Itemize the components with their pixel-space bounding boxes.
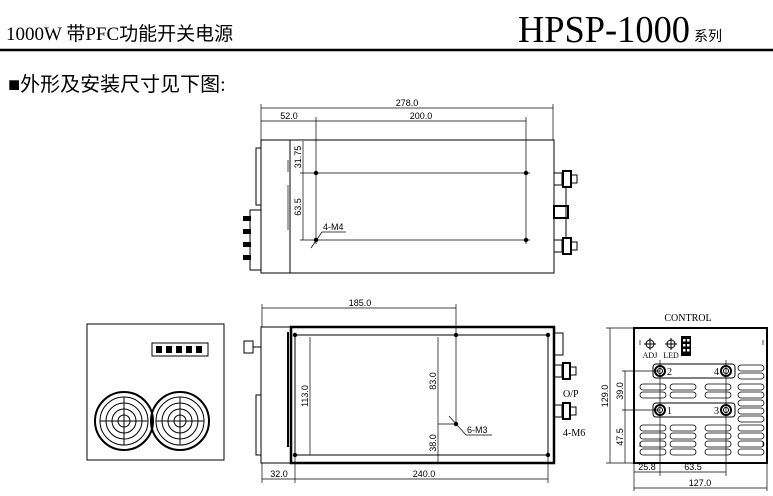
dim-top-offset: 31.75 (293, 146, 303, 169)
vent-slot (737, 415, 765, 423)
vent-slot (669, 383, 697, 391)
adj-potentiometer-icon (644, 338, 656, 350)
vent-slot (669, 448, 697, 456)
vent-slot (669, 440, 697, 448)
dim-127: 127.0 (689, 478, 712, 488)
terminal-number: 2 (667, 367, 672, 378)
vent-slot (639, 448, 667, 456)
output-terminal (553, 362, 577, 380)
vent-slot (639, 440, 667, 448)
dim-height-113: 113.0 (300, 385, 310, 407)
top-view-drawing: 278.0 52.0 200.0 31.75 63.5 4-M4 (243, 98, 578, 274)
vent-slot (639, 391, 667, 399)
vent-slot (704, 440, 732, 448)
control-connector (681, 336, 691, 356)
dim-240: 240.0 (413, 469, 436, 479)
vent-slot (737, 372, 765, 380)
vent-slot (737, 440, 765, 448)
control-end-view-drawing: CONTROL ADJ LED 2 4 1 3 129.0 39.0 47.5 (600, 313, 768, 491)
mount-hole (545, 332, 551, 338)
terminal-number: 1 (667, 406, 672, 417)
hole-label-6-m3: 6-M3 (467, 425, 488, 435)
dim-63-5: 63.5 (684, 462, 702, 472)
vent-slot (704, 424, 732, 432)
series-suffix: 系列 (694, 29, 722, 45)
fan-end-view-drawing (86, 323, 225, 461)
terminal-label-4-m6: 4-M6 (563, 428, 585, 439)
connector-pin (164, 344, 174, 355)
model-name: HPSP-1000 (518, 9, 690, 51)
input-connector-block (243, 209, 262, 271)
vent-slot (737, 424, 765, 432)
vent-slot (737, 391, 765, 399)
vent-slot (704, 383, 732, 391)
dim-hole-vertical: 63.5 (293, 198, 303, 216)
vent-slot (704, 448, 732, 456)
vent-slot (737, 448, 765, 456)
vent-slot (737, 399, 765, 407)
dim-total-length: 278.0 (396, 98, 419, 108)
vent-slot (737, 432, 765, 440)
dim-83: 83.0 (428, 372, 438, 390)
adj-label: ADJ (643, 351, 658, 360)
connector-pin (174, 344, 184, 355)
mount-hole (313, 170, 319, 176)
vent-slot (669, 424, 697, 432)
bottom-view-drawing: 185.0 113.0 83.0 38.0 6-M3 O/P 4-M6 32.0… (243, 298, 585, 483)
connector-pin (194, 344, 204, 355)
section-title: ■外形及安装尺寸见下图: (8, 73, 226, 96)
dim-38: 38.0 (428, 434, 438, 452)
led-label: LED (663, 351, 679, 360)
connector-pin (184, 344, 194, 355)
output-terminal (553, 170, 578, 188)
dim-39: 39.0 (615, 382, 625, 400)
output-label: O/P (563, 389, 579, 400)
led-icon (665, 338, 677, 350)
connector-pin (154, 344, 164, 355)
control-title: CONTROL (664, 313, 711, 324)
output-terminal (553, 237, 578, 255)
vent-slot (669, 391, 697, 399)
fan-icon (150, 391, 210, 451)
vent-slot (737, 407, 765, 415)
vent-slot (704, 432, 732, 440)
vent-slot (639, 383, 667, 391)
vent-slot (737, 364, 765, 372)
product-subtitle: 1000W 带PFC功能开关电源 (6, 23, 233, 45)
dim-32: 32.0 (270, 469, 288, 479)
hole-label-4-m4: 4-M4 (323, 222, 344, 232)
vent-slot (737, 383, 765, 391)
mount-hole (453, 332, 459, 338)
terminal-number: 4 (714, 367, 719, 378)
dim-hole-spacing: 200.0 (410, 111, 433, 121)
dim-offset: 52.0 (280, 111, 298, 121)
dim-47-5: 47.5 (615, 428, 625, 446)
vent-slot (669, 432, 697, 440)
mount-hole (523, 170, 529, 176)
mount-hole (292, 332, 298, 338)
vent-slot (639, 432, 667, 440)
output-terminal (553, 402, 577, 420)
dim-185: 185.0 (349, 298, 372, 308)
dim-height-129: 129.0 (600, 385, 610, 408)
dim-25-8: 25.8 (638, 462, 656, 472)
fan-icon (94, 391, 154, 451)
vent-slot (704, 391, 732, 399)
vent-slot (639, 424, 667, 432)
mount-hole (523, 237, 529, 243)
terminal-number: 3 (714, 406, 719, 417)
